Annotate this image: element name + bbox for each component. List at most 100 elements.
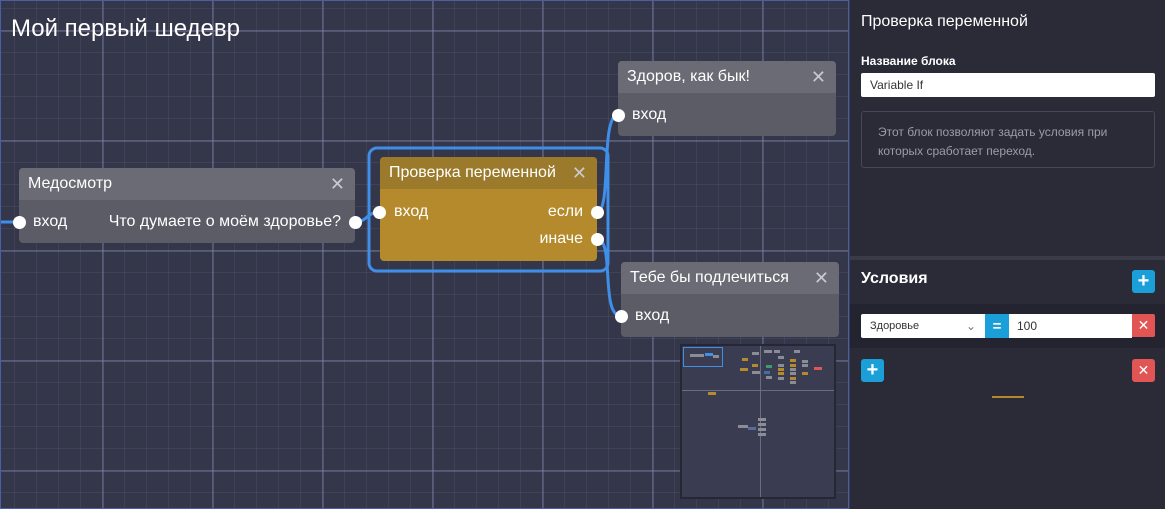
minimap-axis — [682, 390, 834, 391]
plus-icon: + — [1137, 270, 1150, 292]
node-variable-check[interactable]: Проверка переменной ✕ вход если иначе — [373, 157, 604, 261]
minimap-node — [758, 433, 766, 436]
minimap-node — [758, 423, 766, 426]
port-label: вход — [394, 203, 429, 220]
minimap-node — [752, 352, 759, 355]
port-dot[interactable] — [373, 205, 386, 219]
minimap-node — [764, 350, 772, 353]
minimap-node — [778, 377, 784, 380]
minimap[interactable] — [680, 344, 836, 499]
minimap-node — [764, 371, 770, 374]
minimap-node — [814, 367, 822, 370]
port-label: вход — [635, 307, 670, 324]
delete-group-button[interactable]: ✕ — [1132, 359, 1155, 382]
minimap-node — [740, 368, 748, 371]
condition-variable-value: Здоровье — [870, 320, 920, 332]
minimap-node — [802, 360, 808, 363]
condition-operator-button[interactable]: = — [985, 314, 1009, 338]
minimap-viewport[interactable] — [683, 347, 723, 367]
port-input[interactable]: вход — [13, 213, 67, 231]
add-group-button[interactable]: + — [861, 359, 884, 382]
minimap-axis — [760, 346, 761, 497]
minimap-node — [778, 364, 784, 367]
port-dot[interactable] — [612, 108, 625, 122]
minimap-node — [778, 356, 784, 359]
minimap-node — [766, 365, 772, 368]
minimap-node — [790, 364, 796, 367]
node-title: Проверка переменной — [389, 164, 556, 181]
minimap-node — [758, 418, 766, 421]
port-label: Что думаете о моём здоровье? — [108, 213, 341, 230]
node-header[interactable]: Медосмотр ✕ — [19, 168, 355, 200]
node-checkup[interactable]: Медосмотр ✕ вход Что думаете о моём здор… — [13, 168, 362, 243]
port-dot[interactable] — [591, 205, 604, 219]
minimap-node — [690, 354, 704, 357]
minimap-node — [778, 372, 784, 375]
panel-title: Проверка переменной — [861, 13, 1028, 30]
close-icon[interactable]: ✕ — [813, 268, 829, 288]
scroll-indicator — [992, 396, 1024, 398]
close-icon[interactable]: ✕ — [571, 163, 587, 183]
minimap-node — [758, 428, 766, 431]
node-header[interactable]: Тебе бы подлечиться ✕ — [621, 262, 839, 294]
condition-value-input[interactable]: 100 — [1009, 314, 1132, 338]
port-input[interactable]: вход — [373, 203, 428, 221]
node-header[interactable]: Здоров, как бык! ✕ — [618, 61, 836, 93]
port-label: вход — [632, 106, 667, 123]
condition-variable-select[interactable]: Здоровье ⌄ — [861, 314, 985, 338]
minimap-node — [713, 355, 719, 358]
port-dot[interactable] — [591, 232, 604, 246]
plus-icon: + — [866, 359, 879, 381]
minimap-node — [790, 381, 796, 384]
minimap-node — [790, 372, 796, 375]
node-header[interactable]: Проверка переменной ✕ — [380, 157, 597, 189]
block-name-label: Название блока — [861, 54, 956, 68]
minimap-node — [790, 368, 796, 371]
minimap-node — [802, 364, 808, 367]
close-icon[interactable]: ✕ — [329, 174, 345, 194]
delete-condition-button[interactable]: ✕ — [1132, 314, 1155, 337]
minimap-node — [705, 353, 713, 356]
close-icon: ✕ — [1137, 362, 1150, 378]
scheme-canvas[interactable]: Мой первый шедевр Медосмотр ✕ вход Что д… — [0, 0, 849, 509]
minimap-node — [752, 371, 760, 374]
minimap-node — [752, 364, 758, 367]
minimap-node — [738, 425, 748, 428]
minimap-node — [802, 372, 808, 375]
port-output[interactable]: Что думаете о моём здоровье? — [109, 213, 362, 231]
close-icon[interactable]: ✕ — [810, 67, 826, 87]
minimap-node — [774, 350, 780, 353]
node-title: Здоров, как бык! — [627, 68, 750, 85]
block-name-input[interactable] — [861, 73, 1155, 97]
selection-frame — [367, 146, 610, 273]
node-title: Медосмотр — [28, 175, 113, 192]
add-condition-button[interactable]: + — [1132, 270, 1155, 293]
minimap-node — [790, 377, 796, 380]
condition-row: Здоровье ⌄ = 100 ✕ — [850, 304, 1165, 348]
node-title: Тебе бы подлечиться — [630, 269, 789, 286]
port-input[interactable]: вход — [615, 307, 669, 325]
port-output-if[interactable]: если — [548, 203, 604, 221]
conditions-title: Условия — [861, 270, 928, 287]
port-dot[interactable] — [349, 215, 362, 229]
port-dot[interactable] — [13, 215, 26, 229]
port-label: вход — [33, 213, 68, 230]
node-healthy[interactable]: Здоров, как бык! ✕ вход — [612, 61, 836, 136]
close-icon: ✕ — [1137, 317, 1150, 333]
minimap-node — [742, 358, 748, 361]
port-input[interactable]: вход — [612, 106, 666, 124]
minimap-node — [708, 392, 716, 395]
scheme-title: Мой первый шедевр — [11, 15, 240, 42]
port-label: иначе — [539, 230, 583, 247]
port-dot[interactable] — [615, 309, 628, 323]
minimap-node — [766, 376, 772, 379]
port-label: если — [547, 203, 583, 220]
properties-panel: Проверка переменной Название блока Этот … — [849, 0, 1165, 509]
minimap-node — [778, 368, 784, 371]
node-treat[interactable]: Тебе бы подлечиться ✕ вход — [615, 262, 839, 337]
minimap-node — [748, 427, 756, 430]
block-description: Этот блок позволяют задать условия при к… — [861, 111, 1155, 168]
minimap-node — [794, 350, 800, 353]
port-output-else[interactable]: иначе — [539, 230, 604, 248]
section-divider — [850, 256, 1165, 260]
